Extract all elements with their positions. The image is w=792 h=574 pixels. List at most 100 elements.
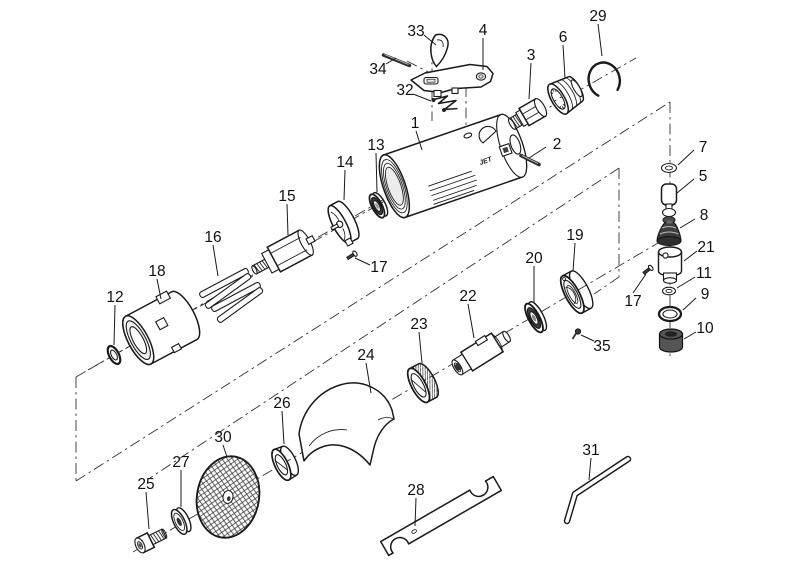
leader-15 — [286, 203, 289, 236]
part-label-16: 16 — [204, 229, 221, 246]
leader-7 — [677, 149, 695, 166]
part-34-lever-pin — [381, 53, 412, 68]
part-label-35: 35 — [593, 338, 610, 355]
part-label-19: 19 — [566, 227, 583, 244]
part-22-output-spindle — [451, 330, 511, 376]
leader-19 — [572, 242, 576, 272]
part-11-small-washer — [661, 286, 677, 296]
part-label-27: 27 — [172, 454, 189, 471]
part-label-28: 28 — [407, 482, 424, 499]
part-label-15: 15 — [278, 188, 295, 205]
part-14-rear-end-plate — [327, 200, 360, 247]
part-31-hex-key — [563, 455, 632, 525]
leader-23 — [418, 331, 423, 364]
part-7-washer — [660, 162, 678, 174]
leader-31 — [588, 457, 592, 481]
leader-35 — [580, 334, 595, 342]
part-label-34: 34 — [369, 61, 387, 78]
leader-30 — [222, 444, 228, 458]
part-label-30: 30 — [214, 429, 232, 446]
frame2-link-line — [593, 276, 620, 295]
part-label-33: 33 — [407, 23, 424, 40]
part-1-motor-housing: JET — [378, 113, 528, 219]
part-30-cut-off-wheel — [195, 455, 261, 539]
leader-32 — [412, 93, 432, 102]
frame-lower-diagonal — [75, 101, 671, 482]
part-label-2: 2 — [553, 136, 562, 153]
part-20-front-bearing — [524, 301, 548, 334]
leader-21 — [683, 250, 698, 262]
part-label-31: 31 — [582, 442, 599, 459]
leader-13 — [375, 152, 378, 193]
part-26-flange-nut — [271, 445, 300, 482]
part-label-9: 9 — [701, 286, 710, 303]
part-4-throttle-lever — [410, 63, 494, 98]
leader-8 — [679, 218, 696, 229]
part-29-retaining-ring — [587, 61, 622, 97]
leader-6 — [562, 44, 566, 79]
part-label-26: 26 — [273, 395, 290, 412]
leader-14 — [343, 169, 346, 201]
part-label-12: 12 — [106, 289, 123, 306]
part-label-11: 11 — [696, 265, 712, 282]
part-label-18: 18 — [148, 263, 165, 280]
leader-9 — [682, 297, 697, 311]
part-label-7: 7 — [699, 139, 708, 156]
callout-leaders — [113, 23, 698, 530]
leader-17b — [632, 273, 647, 294]
leader-24 — [365, 362, 372, 394]
leader-5 — [676, 178, 695, 194]
part-17-screw-rear — [346, 250, 358, 261]
leader-34 — [385, 57, 397, 65]
part-label-13: 13 — [367, 137, 384, 154]
leader-33 — [423, 34, 437, 46]
part-label-17b: 17 — [624, 293, 641, 310]
leader-2 — [528, 146, 547, 159]
part-18-cylinder — [122, 290, 201, 366]
part-16-rotor-blades — [199, 268, 264, 323]
part-25-spindle-screw — [134, 528, 168, 554]
leader-22 — [467, 303, 475, 339]
callout-labels: 1 2 3 4 5 6 7 8 9 10 11 12 13 14 15 16 1… — [106, 8, 714, 499]
part-35-set-screw — [571, 328, 582, 340]
leader-26 — [281, 410, 285, 445]
part-label-25: 25 — [137, 476, 154, 493]
part-3-valve-seat — [507, 97, 548, 130]
part-label-20: 20 — [525, 250, 543, 267]
part-label-32: 32 — [396, 82, 413, 99]
part-12-rear-o-ring — [106, 344, 122, 366]
frame2-upper-diagonal — [149, 167, 620, 479]
part-label-3: 3 — [527, 47, 536, 64]
part-2-pin — [519, 153, 541, 167]
part-10-inlet-screen-bushing — [658, 328, 684, 353]
leader-18 — [156, 278, 162, 300]
part-label-23: 23 — [410, 316, 427, 333]
leader-16 — [212, 244, 219, 277]
leader-28 — [414, 497, 417, 527]
part-label-24: 24 — [357, 347, 375, 364]
part-13-rear-bearing — [368, 191, 389, 219]
part-33-lever-knob — [430, 33, 449, 68]
part-label-4: 4 — [479, 22, 488, 39]
part-28-wrench — [379, 475, 503, 557]
leader-17a — [354, 257, 371, 266]
part-8-valve-spring — [656, 220, 682, 246]
part-21-valve-body — [657, 246, 683, 284]
part-23-clamp-nut — [406, 362, 440, 404]
part-15-rotor — [251, 229, 316, 275]
part-label-21: 21 — [697, 239, 714, 256]
part-24-wheel-guard — [298, 382, 395, 466]
part-32-spring-clip — [431, 95, 458, 112]
leader-29 — [597, 23, 603, 57]
part-9-o-ring — [657, 305, 683, 323]
leader-12 — [113, 304, 116, 346]
part-label-10: 10 — [696, 320, 714, 337]
part-5-valve-stem — [660, 183, 678, 224]
part-label-1: 1 — [411, 115, 420, 132]
leader-3 — [528, 62, 532, 100]
part-27-flange-washer — [170, 507, 192, 535]
part-label-5: 5 — [699, 168, 708, 185]
part-label-14: 14 — [336, 154, 354, 171]
